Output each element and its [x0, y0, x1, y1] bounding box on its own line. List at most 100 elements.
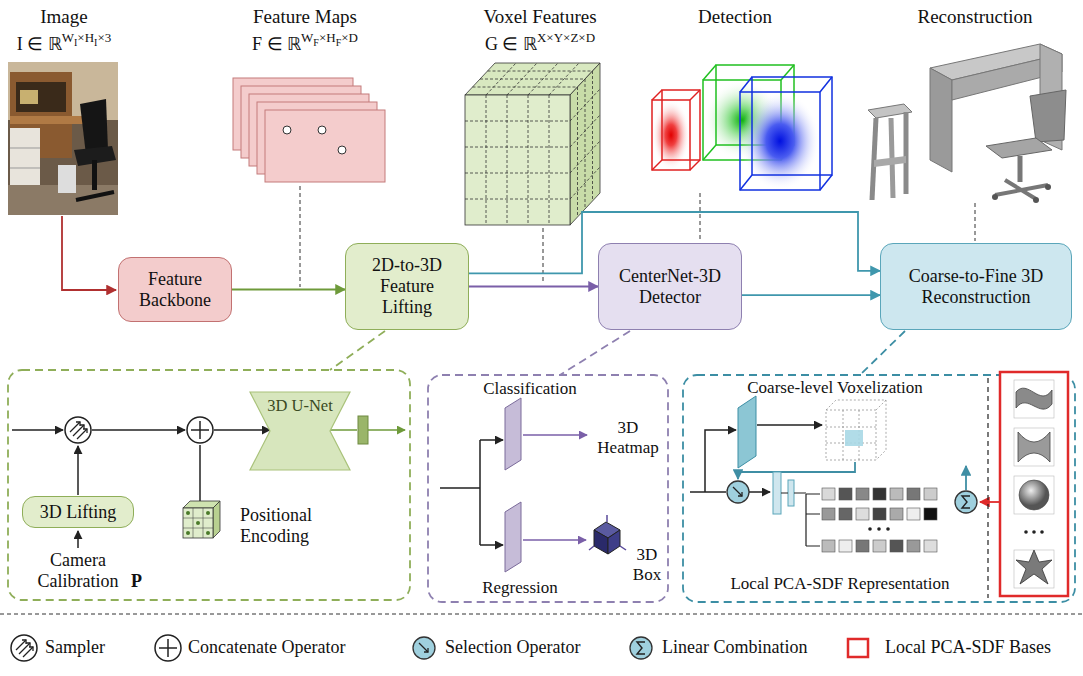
panel-frames — [8, 331, 1075, 602]
reconstructed-furniture-part — [992, 194, 998, 200]
photo-image-part — [58, 165, 76, 193]
box-label: 3D U-Net — [267, 397, 333, 416]
reconstruction-panel-drawing-part-part — [1014, 428, 1054, 466]
math-part: W — [62, 30, 74, 45]
detector-panel-drawing-part — [440, 440, 480, 545]
math-part: ×3 — [97, 30, 111, 45]
photo-image-part — [10, 116, 90, 124]
math-part: ×H — [319, 30, 336, 45]
connector-arrow — [232, 289, 345, 291]
reconstruction-panel-drawing-part-part — [843, 410, 844, 460]
reconstruction-panel-drawing-part-part — [826, 410, 876, 460]
math-part: I — [94, 37, 97, 48]
leader-lines-part — [300, 186, 301, 287]
reconstructed-furniture-part — [1005, 180, 1036, 199]
legend-text: Sampler — [45, 637, 105, 658]
voxel-cube-part-part — [570, 89, 600, 121]
detection-boxes — [652, 65, 832, 190]
voxel-cube-part-part — [549, 95, 550, 225]
reconstruction-panel-drawing-part — [781, 493, 788, 494]
reconstruction-panel-drawing-part-part — [924, 488, 937, 500]
photo-image-part — [16, 82, 66, 112]
math-expression: F ∈ ℝWF×HF×D — [252, 30, 358, 56]
process-box: 2D-to-3D Feature Lifting — [345, 243, 469, 330]
lifting-panel-drawing-part — [12, 429, 63, 431]
feature-map-stack-part — [265, 110, 385, 182]
box-label: CenterNet-3D Detector — [608, 266, 732, 307]
legend-symbols-part — [848, 639, 868, 657]
lifting-panel-drawing-part-part — [183, 528, 213, 529]
reconstruction-panel-drawing-part-part — [873, 540, 886, 552]
detection-boxes-part — [652, 90, 662, 100]
detector-panel-drawing-part — [620, 546, 626, 550]
text-label: Feature Maps — [253, 6, 357, 28]
reconstruction-panel-drawing-part-part — [822, 540, 835, 552]
math-part: X×Y×Z×D — [537, 30, 595, 45]
reconstruction-panel-drawing-part — [955, 491, 977, 513]
reconstruction-panel-drawing-part — [1016, 550, 1052, 584]
hourglass-shape — [250, 392, 350, 470]
reconstruction-panel-drawing-part-part — [873, 508, 886, 520]
lifting-panel-drawing-part-part — [196, 521, 200, 525]
lifting-panel-drawing-part-part — [186, 531, 190, 535]
detector-panel-drawing-part — [480, 439, 503, 441]
math-part: G ∈ ℝ — [485, 34, 537, 54]
detector-panel-drawing-part — [589, 546, 594, 550]
text-label: Coarse-level Voxelization — [747, 378, 922, 398]
connector-arrow — [742, 294, 880, 296]
reconstruction-panel-drawing-part — [788, 480, 794, 506]
reconstruction-panel-drawing-part — [738, 396, 756, 468]
voxel-cube-part-part — [486, 95, 487, 225]
reconstruction-panel-drawing-part — [980, 501, 999, 503]
text-label: P — [131, 571, 142, 592]
text-label: Classification — [483, 379, 576, 399]
voxel-cube-part-part — [488, 71, 593, 72]
lifting-panel-drawing-part — [183, 508, 213, 538]
panel-frames-part — [560, 331, 630, 375]
reconstruction-panel-drawing-part-part — [924, 508, 937, 520]
reconstruction-panel-drawing-part-part — [877, 527, 881, 531]
detection-boxes-part — [652, 160, 662, 170]
detection-boxes-part — [740, 175, 752, 190]
text-label: Camera Calibration — [28, 550, 128, 591]
lifting-panel-drawing-part — [183, 508, 213, 538]
text-label: Voxel Features — [483, 6, 596, 28]
voxel-cube — [465, 63, 600, 225]
reconstruction-panel-drawing-part-part — [907, 488, 920, 500]
reconstruction-panel-drawing-part-part — [1014, 476, 1054, 514]
voxel-cube-part-part — [585, 79, 586, 209]
reconstruction-panel-drawing-part — [1016, 388, 1052, 409]
legend-symbols-part — [630, 637, 652, 659]
detector-panel-drawing-part — [594, 530, 608, 554]
voxel-cube-part-part — [570, 167, 600, 199]
reconstruction-panel-drawing-part-part — [876, 400, 886, 410]
voxel-cube-part-part — [570, 115, 600, 147]
image-arrow — [62, 216, 116, 290]
reconstruction-panel-drawing-part-part — [886, 527, 890, 531]
reconstruction-panel-drawing-part — [1024, 530, 1044, 534]
math-part: F — [313, 37, 319, 48]
math-part: F — [336, 37, 342, 48]
photo-image-part — [10, 128, 40, 190]
panel-frames-part — [428, 375, 668, 602]
reconstruction-panel-drawing-part-part — [839, 540, 852, 552]
photo-image-part — [80, 99, 108, 155]
text-label: Regression — [482, 578, 558, 598]
voxel-cube-part — [465, 63, 600, 225]
panel-frames-part — [8, 370, 410, 600]
legend-text: Local PCA-SDF Bases — [885, 637, 1051, 658]
math-part: ×H — [77, 30, 94, 45]
legend-symbols-part — [155, 635, 181, 661]
math-expression: G ∈ ℝX×Y×Z×D — [485, 30, 595, 56]
photo-image — [8, 62, 118, 215]
connector-arrow — [469, 286, 598, 288]
detector-panel-drawing-part — [606, 515, 608, 522]
math-part: I ∈ ℝ — [17, 34, 62, 54]
detector-panel-drawing-part — [523, 434, 587, 436]
legend-text: Selection Operator — [445, 637, 580, 658]
voxel-cube-part-part — [465, 199, 570, 200]
legend-text: Linear Combination — [662, 637, 807, 658]
reconstructed-furniture-part — [930, 68, 952, 172]
legend-symbols-part — [11, 635, 37, 661]
